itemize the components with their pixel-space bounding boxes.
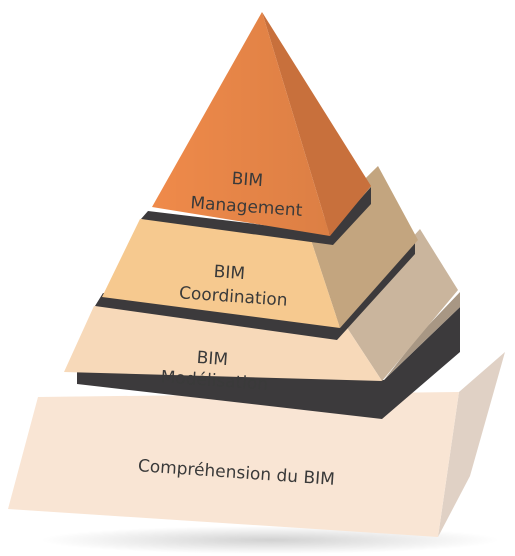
- level-comprehension-side: [438, 352, 505, 537]
- level-coordination-edge: [95, 238, 415, 340]
- level-modelisation-side-face: [340, 229, 458, 381]
- level-management-front-shade: [152, 12, 330, 236]
- level-modelisation-edge: [77, 307, 460, 419]
- level-coordination: BIM Coordination: [95, 166, 418, 340]
- level-modelisation-label-line1: BIM: [196, 348, 229, 370]
- level-comprehension-front: [8, 392, 459, 537]
- level-management-edge: [141, 187, 371, 245]
- level-coordination-side: [309, 166, 418, 328]
- level-comprehension: Compréhension du BIM: [8, 352, 505, 537]
- level-management-side: [262, 12, 371, 236]
- level-modelisation-side: [384, 292, 460, 380]
- level-coordination-front: [102, 219, 340, 328]
- level-coordination-label-line1: BIM: [213, 262, 246, 284]
- level-management-label-line1: BIM: [231, 169, 264, 191]
- level-management: BIM Management: [141, 12, 371, 245]
